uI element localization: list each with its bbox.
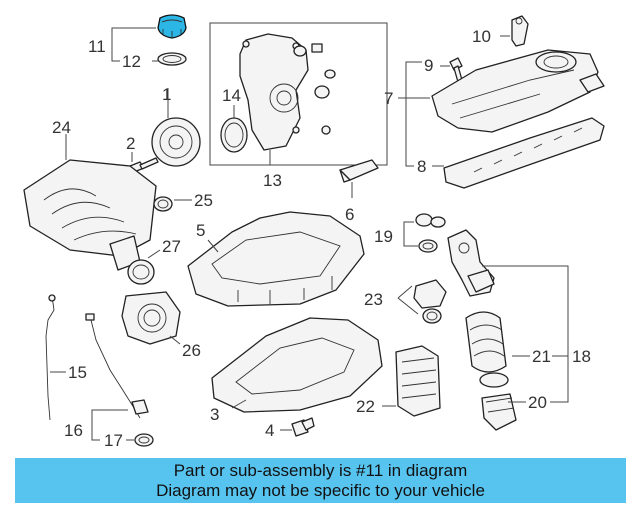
part-9-bolt[interactable]	[440, 57, 463, 83]
callout-26: 26	[182, 341, 201, 360]
part-7-valve-cover[interactable]	[431, 49, 605, 133]
callout-3: 3	[210, 405, 219, 424]
info-banner: Part or sub-assembly is #11 in diagram D…	[15, 458, 626, 503]
parts-diagram: 11 12 13 14 1 2	[23, 14, 605, 450]
callout-13: 13	[263, 171, 282, 190]
part-22-oil-cooler[interactable]	[382, 345, 441, 417]
part-16-dipstick-tube[interactable]	[85, 313, 149, 419]
part-1-crankshaft-pulley[interactable]	[151, 88, 201, 167]
part-19-seals[interactable]	[415, 213, 446, 253]
callout-22: 22	[356, 397, 375, 416]
callout-11-bracket	[111, 27, 158, 62]
callout-2: 2	[126, 134, 135, 153]
part-23-thermostat[interactable]	[413, 279, 447, 324]
callout-9: 9	[424, 56, 433, 75]
part-14-gasket[interactable]	[220, 105, 248, 153]
callout-12: 12	[122, 52, 141, 71]
callout-11: 11	[88, 37, 106, 56]
info-banner-line-1: Part or sub-assembly is #11 in diagram	[173, 460, 468, 480]
part-5-upper-oil-pan[interactable]	[187, 211, 365, 307]
callout-19: 19	[374, 227, 393, 246]
callout-4: 4	[265, 421, 274, 440]
callout-25: 25	[194, 191, 213, 210]
part-17-tube-seal[interactable]	[134, 433, 154, 447]
part-11-oil-filler-cap[interactable]	[157, 14, 187, 39]
callout-20: 20	[528, 393, 547, 412]
callout-23-bracket	[397, 285, 419, 315]
callout-10: 10	[472, 27, 491, 46]
callout-1: 1	[162, 85, 171, 104]
info-banner-line-2: Diagram may not be specific to your vehi…	[156, 480, 485, 500]
part-18-oil-filter-housing[interactable]	[447, 229, 495, 297]
part-15-dipstick[interactable]	[45, 294, 66, 421]
part-8-valve-cover-gasket[interactable]	[443, 117, 605, 189]
callout-19-bracket	[403, 221, 418, 247]
callout-7-8-bracket	[398, 61, 444, 167]
part-2-pulley-bolt[interactable]	[129, 152, 159, 173]
callout-18-bracket	[482, 265, 569, 403]
part-20-filter-cap[interactable]	[479, 372, 517, 431]
callout-24: 24	[52, 118, 71, 137]
part-25-o-ring[interactable]	[153, 196, 192, 212]
callout-17: 17	[104, 431, 123, 450]
callout-7: 7	[384, 89, 393, 108]
callout-15: 15	[68, 363, 87, 382]
part-3-lower-oil-pan[interactable]	[211, 317, 383, 413]
part-12-seal-ring[interactable]	[157, 52, 187, 66]
part-21-oil-filter[interactable]	[465, 311, 507, 373]
callout-6: 6	[345, 205, 354, 224]
callout-21: 21	[532, 347, 551, 366]
callout-18: 18	[572, 347, 591, 366]
part-24-intake-manifold[interactable]	[23, 134, 157, 271]
callout-16: 16	[64, 421, 83, 440]
part-27-throttle-gasket[interactable]	[127, 249, 161, 285]
callout-14: 14	[222, 86, 241, 105]
part-13-timing-cover-group[interactable]	[209, 22, 388, 166]
callout-23: 23	[364, 290, 383, 309]
callout-8: 8	[417, 157, 426, 176]
part-26-throttle-body[interactable]	[121, 291, 181, 345]
callout-27: 27	[162, 237, 181, 256]
part-6-baffle[interactable]	[339, 159, 379, 198]
part-4-drain-plug[interactable]	[280, 417, 315, 437]
callout-5: 5	[196, 221, 205, 240]
callout-16-bracket	[91, 409, 134, 441]
part-10-sensor[interactable]	[500, 15, 529, 47]
